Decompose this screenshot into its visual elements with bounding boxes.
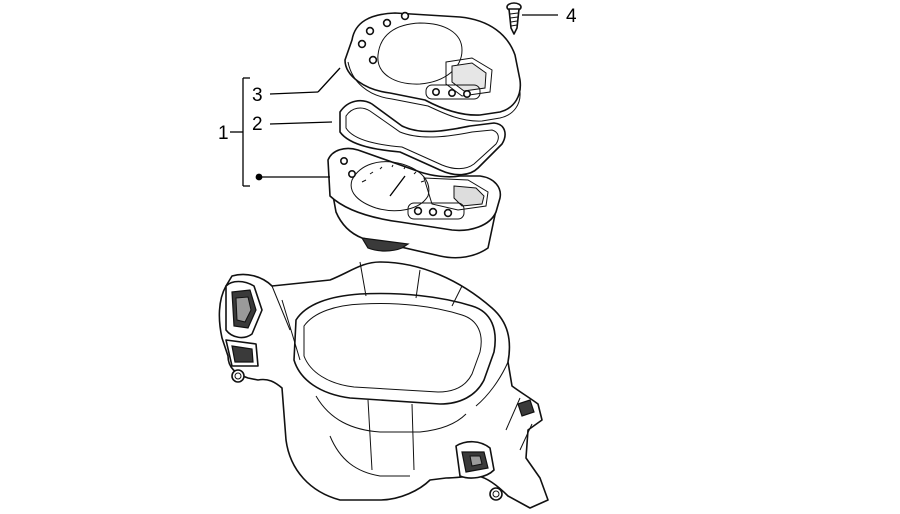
callout-2: 2 [252,114,263,135]
callout-dot [255,173,263,181]
instrument-cover-part [344,11,522,122]
callout-line-3 [269,91,319,95]
callout-4: 4 [566,6,577,27]
callout-line-2 [269,121,333,125]
gasket-part [339,99,506,176]
callout-1: 1 [218,123,229,144]
handlebar-cover-part [218,261,549,509]
screw-part [506,2,522,35]
instrument-housing-part [327,147,502,259]
callout-3: 3 [252,85,263,106]
callout-bracket [230,77,250,187]
